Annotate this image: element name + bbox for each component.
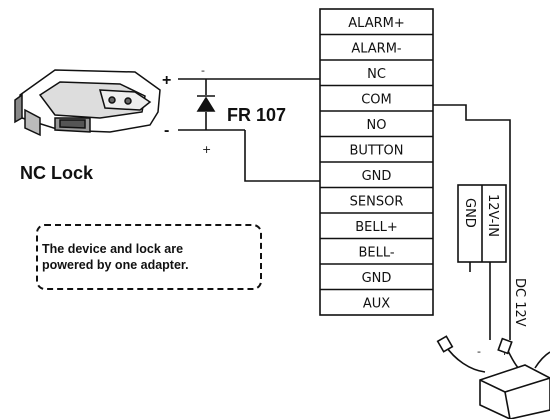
- terminal-label: BUTTON: [349, 143, 403, 158]
- diode-label: FR 107: [227, 105, 286, 125]
- terminal-label: GND: [362, 169, 392, 184]
- nc-lock-icon: [14, 69, 161, 137]
- diode-icon: [196, 95, 216, 112]
- power-note: The device and lock are powered by one a…: [36, 224, 262, 290]
- terminal-label: SENSOR: [350, 194, 404, 209]
- note-line-1: The device and lock are: [42, 242, 184, 256]
- lock-minus-sign: -: [164, 122, 169, 139]
- lock-plus-sign: +: [162, 72, 171, 89]
- terminal-label: BELL-: [358, 245, 394, 260]
- power-wires: [433, 104, 511, 340]
- terminal-label: AUX: [363, 296, 390, 311]
- terminal-label: ALARM+: [348, 16, 404, 31]
- note-line-2: powered by one adapter.: [42, 258, 189, 272]
- dc-12v-label: DC 12V: [512, 278, 527, 327]
- terminal-label: BELL+: [355, 220, 398, 235]
- diode-bottom-sign: +: [202, 143, 211, 156]
- lock-label: NC Lock: [20, 163, 94, 183]
- adapter-terminal: [457, 184, 507, 263]
- adapter-minus-sign: -: [477, 345, 481, 358]
- lock-wires: [178, 78, 320, 182]
- adapter-vin-label: 12V-IN: [485, 194, 500, 237]
- terminal-block: ALARM+ ALARM- NC COM NO BUTTON GND SENSOR BELL+ B…: [319, 8, 434, 316]
- diode-top-sign: -: [201, 64, 205, 77]
- terminal-label: NO: [367, 118, 387, 133]
- terminal-label: GND: [362, 271, 392, 286]
- terminal-label: NC: [367, 67, 386, 82]
- terminal-label: ALARM-: [351, 41, 402, 56]
- power-adapter-icon: [436, 335, 550, 419]
- terminal-label: COM: [361, 92, 392, 107]
- adapter-gnd-label: GND: [462, 198, 477, 228]
